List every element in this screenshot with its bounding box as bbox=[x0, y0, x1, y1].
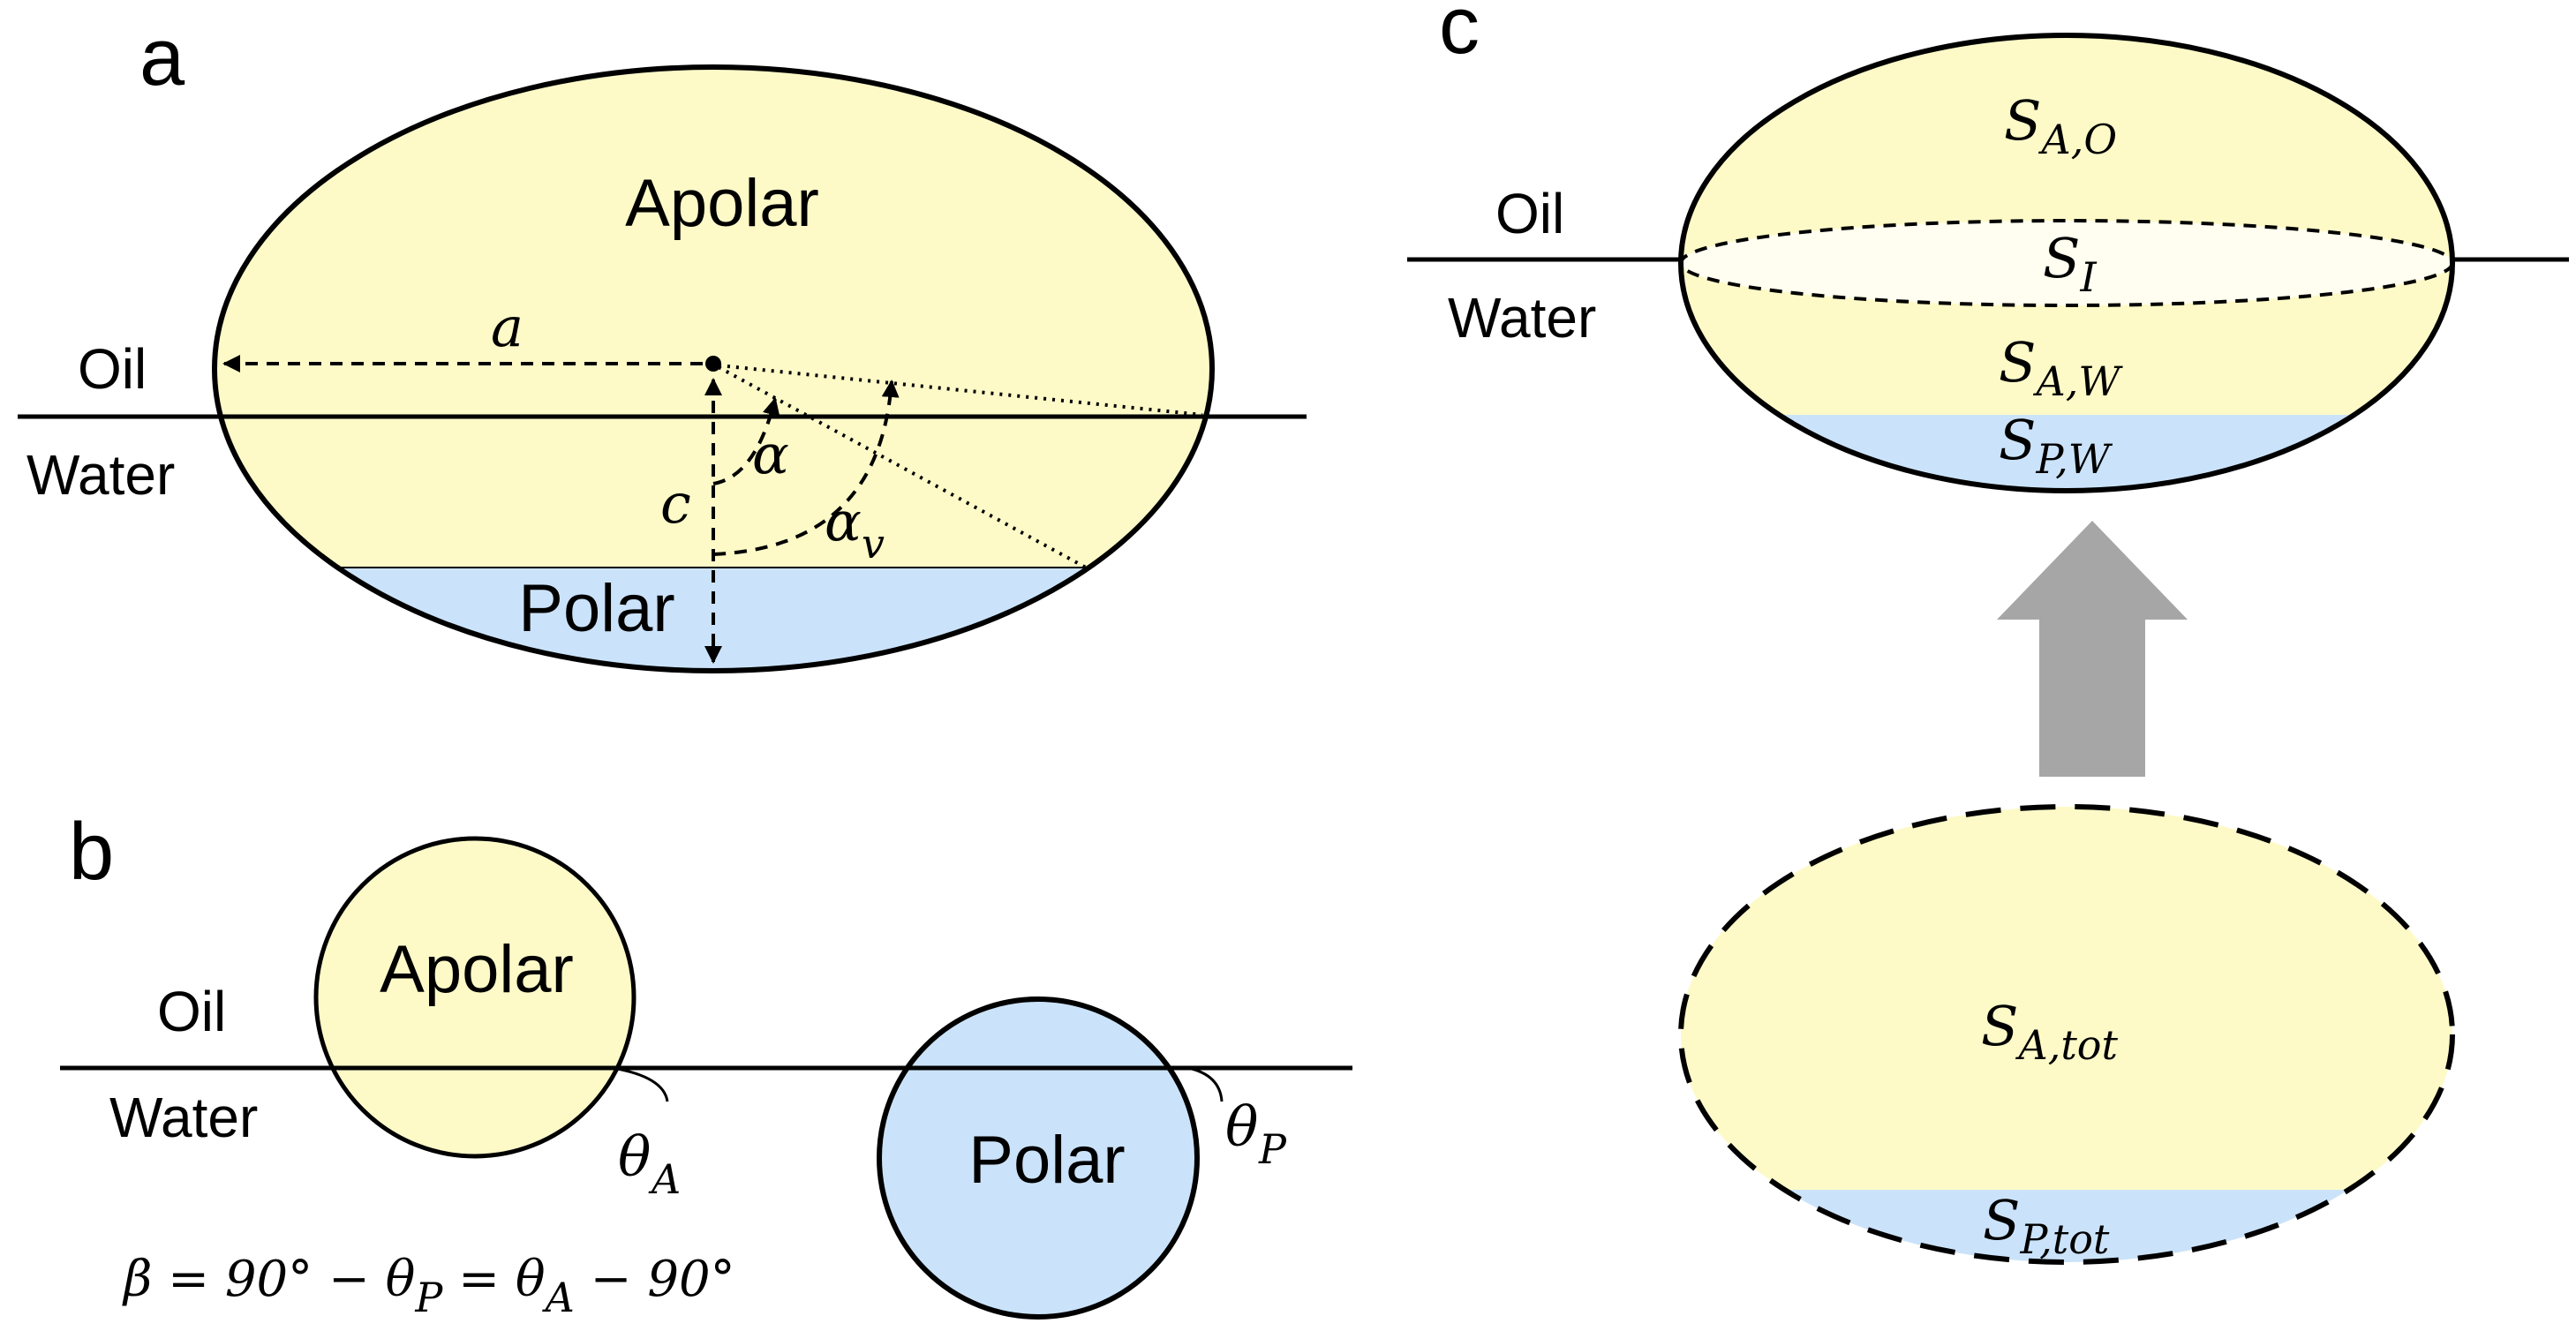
panel-c-free-particle bbox=[1678, 804, 2455, 1265]
panel-c-s-ptot-label: SP,tot bbox=[1983, 1188, 2110, 1263]
panel-b-polar-label: Polar bbox=[968, 1123, 1125, 1198]
panel-c-s-ao-label: SA,O bbox=[2004, 88, 2117, 163]
panel-b-angle-equation: β = 90° − θP = θA − 90° bbox=[122, 1251, 735, 1321]
panel-c-label: c bbox=[1439, 0, 1480, 71]
panel-b-theta-a-symbol: θ bbox=[618, 1124, 651, 1189]
panel-a-oil-label: Oil bbox=[78, 337, 147, 401]
panel-a-alpha-arc bbox=[712, 397, 780, 485]
panel-a-polar-label: Polar bbox=[518, 571, 674, 646]
panel-b-apolar-particle bbox=[313, 836, 636, 1159]
panel-c-s-pw-label: SP,W bbox=[1999, 408, 2113, 483]
panel-b-polar-outline bbox=[877, 996, 1200, 1320]
panel-b-contact-angle-a-arc bbox=[612, 1066, 669, 1102]
panel-c-oil-label: Oil bbox=[1495, 182, 1564, 245]
panel-c-s-atot-label: SA,tot bbox=[1981, 994, 2119, 1069]
panel-b-label: b bbox=[69, 807, 114, 897]
panel-a-symbol-alpha-v: α bbox=[825, 489, 862, 553]
panel-a-dotted-line-interface bbox=[718, 364, 1203, 417]
panel-a-center-point bbox=[705, 356, 721, 372]
panel-b-water-label: Water bbox=[109, 1086, 258, 1149]
panel-c: c Oil Water SA,O SI SA,W SP,W SA,tot SP,… bbox=[1407, 0, 2569, 1265]
panel-a-ellipse-outline bbox=[212, 64, 1215, 673]
panel-c-free-apolar-region bbox=[1681, 807, 2452, 1262]
panel-b-polar-fill bbox=[879, 999, 1197, 1317]
panel-c-s-i-label: SI bbox=[2043, 226, 2097, 301]
panel-c-free-outline bbox=[1678, 804, 2455, 1265]
panel-c-attached-outline bbox=[1678, 33, 2455, 493]
panel-b: b Oil Water Apolar Polar θ A θ P β = 90°… bbox=[60, 807, 1352, 1321]
panel-a-water-label: Water bbox=[26, 443, 175, 507]
panel-c-water-label: Water bbox=[1448, 286, 1596, 350]
panel-a-alpha-v-arc bbox=[712, 380, 900, 556]
panel-b-oil-label: Oil bbox=[157, 980, 226, 1043]
panel-b-contact-angle-p-arc bbox=[1187, 1066, 1224, 1102]
panel-b-theta-p-subscript: P bbox=[1258, 1125, 1287, 1173]
panel-b-theta-a-subscript: A bbox=[648, 1155, 681, 1203]
panel-b-theta-p-symbol: θ bbox=[1225, 1094, 1258, 1159]
panel-a: a Oil Water Apolar Polar a c α α v bbox=[18, 12, 1307, 673]
panel-b-polar-particle bbox=[877, 996, 1200, 1320]
panel-a-symbol-a: a bbox=[491, 295, 523, 359]
panel-b-apolar-label: Apolar bbox=[380, 932, 574, 1007]
panel-a-symbol-alpha-v-subscript: v bbox=[862, 520, 885, 568]
panel-a-symbol-alpha: α bbox=[752, 422, 789, 486]
panel-a-apolar-label: Apolar bbox=[625, 166, 819, 241]
panel-c-transition-arrow bbox=[1997, 521, 2188, 777]
panel-a-symbol-c: c bbox=[660, 471, 691, 536]
panel-c-s-aw-label: SA,W bbox=[1999, 330, 2123, 405]
panel-a-label: a bbox=[139, 12, 185, 102]
